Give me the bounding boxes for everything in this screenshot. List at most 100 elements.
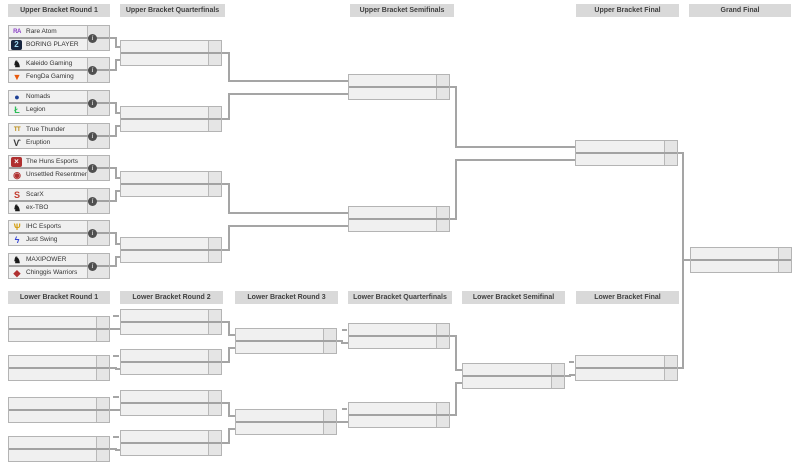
team-row <box>236 421 336 434</box>
team-row <box>121 52 221 65</box>
connector-line <box>450 414 456 416</box>
team-row[interactable]: ◆ Chinggis Warriors <box>9 265 109 278</box>
team-row[interactable]: RA Rare Atom <box>9 26 109 37</box>
team-row[interactable]: TT True Thunder <box>9 124 109 135</box>
connector-line <box>683 259 690 261</box>
team-name[interactable]: Rare Atom <box>26 28 57 35</box>
info-icon[interactable]: i <box>88 262 97 271</box>
connector-line <box>222 118 229 120</box>
header-lower-bracket-final: Lower Bracket Final <box>576 291 679 304</box>
team-row[interactable]: ◉ Unsettled Resentment <box>9 167 109 180</box>
team-name[interactable]: The Huns Esports <box>26 158 79 165</box>
team-name[interactable]: FengDa Gaming <box>26 73 74 80</box>
connector-line <box>116 243 120 245</box>
score-cell <box>96 450 109 461</box>
info-icon[interactable]: i <box>88 34 97 43</box>
team-row <box>349 75 449 86</box>
match-ub-r1-4: TT True Thunder Ѵ Eruption i <box>8 123 110 149</box>
connector-line <box>229 347 235 349</box>
score-cell <box>323 423 336 434</box>
score-cell <box>323 410 336 421</box>
team-row[interactable]: Ѱ IHC Esports <box>9 221 109 232</box>
team-name[interactable]: Unsettled Resentment <box>26 171 87 178</box>
info-icon[interactable]: i <box>88 229 97 238</box>
team-row[interactable]: ♞ ex-TBO <box>9 200 109 213</box>
team-row <box>576 367 677 380</box>
connector-line <box>565 375 570 377</box>
score-cell <box>208 107 221 118</box>
team-name[interactable]: IHC Esports <box>26 223 62 230</box>
team-row <box>121 310 221 321</box>
team-name[interactable]: BORING PLAYER <box>26 41 79 48</box>
team-row[interactable]: ▼ FengDa Gaming <box>9 69 109 82</box>
match-slot <box>348 74 450 100</box>
connector-line <box>110 367 116 369</box>
team-row <box>121 442 221 455</box>
team-row[interactable]: ● Nomads <box>9 91 109 102</box>
connector-line <box>115 232 117 245</box>
connector-line <box>110 200 116 202</box>
team-row[interactable]: × The Huns Esports <box>9 156 109 167</box>
match-slot <box>462 363 565 389</box>
score-cell <box>551 364 564 375</box>
team-row[interactable]: ♞ Kaleido Gaming <box>9 58 109 69</box>
team-row <box>349 324 449 335</box>
team-row <box>121 107 221 118</box>
connector-line <box>110 328 116 330</box>
score-cell <box>664 141 677 152</box>
team-name[interactable]: True Thunder <box>26 126 66 133</box>
info-icon[interactable]: i <box>88 132 97 141</box>
info-icon[interactable]: i <box>88 164 97 173</box>
match-slot <box>8 355 110 381</box>
team-name[interactable]: Just Swing <box>26 236 58 243</box>
team-name[interactable]: Nomads <box>26 93 51 100</box>
team-row[interactable]: ϟ Just Swing <box>9 232 109 245</box>
team-name[interactable]: Eruption <box>26 139 51 146</box>
header-upper-bracket-round-1: Upper Bracket Round 1 <box>8 4 110 17</box>
team-row <box>236 329 336 340</box>
team-row[interactable]: S ScarX <box>9 189 109 200</box>
connector-line <box>116 328 120 330</box>
connector-line <box>110 37 116 39</box>
match-slot <box>690 247 792 273</box>
score-cell <box>208 41 221 52</box>
connector-line <box>222 183 229 185</box>
connector-line <box>222 249 229 251</box>
ex-tbo-logo: ♞ <box>12 202 22 213</box>
team-name[interactable]: ex-TBO <box>26 204 49 211</box>
info-icon[interactable]: i <box>88 197 97 206</box>
info-icon[interactable]: i <box>88 99 97 108</box>
team-row[interactable]: 2 BORING PLAYER <box>9 37 109 50</box>
team-row <box>349 414 449 427</box>
score-cell <box>436 75 449 86</box>
score-cell <box>551 377 564 388</box>
connector-line <box>228 321 230 336</box>
team-row <box>236 410 336 421</box>
score-cell <box>208 310 221 321</box>
connector-line <box>110 102 116 104</box>
team-name[interactable]: ScarX <box>26 191 44 198</box>
team-name[interactable]: Chinggis Warriors <box>26 269 78 276</box>
connector-line <box>456 382 462 384</box>
team-name[interactable]: MAXIPOWER <box>26 256 67 263</box>
score-cell <box>208 185 221 196</box>
team-row <box>121 172 221 183</box>
team-row[interactable]: Ł Legion <box>9 102 109 115</box>
connector-line <box>682 259 684 369</box>
team-row[interactable]: ♞ MAXIPOWER <box>9 254 109 265</box>
team-name[interactable]: Legion <box>26 106 46 113</box>
connector-line <box>110 135 116 137</box>
score-cell <box>208 404 221 415</box>
team-name[interactable]: Kaleido Gaming <box>26 60 73 67</box>
score-cell <box>208 391 221 402</box>
connector-line <box>456 146 575 148</box>
team-row <box>9 398 109 409</box>
connector-line <box>116 112 120 114</box>
team-row[interactable]: Ѵ Eruption <box>9 135 109 148</box>
info-icon[interactable]: i <box>88 66 97 75</box>
score-cell <box>87 189 109 200</box>
ihc-esports-logo: Ѱ <box>13 221 21 232</box>
connector-line <box>116 46 120 48</box>
dropper-stub-line <box>113 396 119 398</box>
score-cell <box>664 356 677 367</box>
